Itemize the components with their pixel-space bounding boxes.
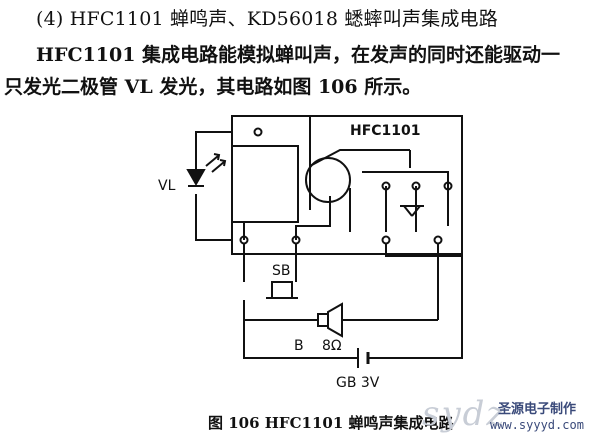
section-heading: (4) HFC1101 蝉鸣声、KD56018 蟋蟀叫声集成电路 [36, 8, 498, 30]
chip-die [305, 157, 351, 203]
paragraph-line-2: 只发光二极管 VL 发光，其电路如图 106 所示。 [4, 76, 422, 98]
switch-label: SB [272, 263, 291, 279]
watermark-name: 圣源电子制作 [498, 402, 577, 417]
speaker-impedance: 8Ω [322, 338, 342, 354]
pad [239, 235, 249, 245]
pad [411, 181, 421, 191]
watermark: sydz 圣源电子制作 www.syyyd.com [420, 392, 600, 446]
speaker-label: B [294, 338, 304, 354]
pad [443, 181, 453, 191]
paragraph-line-1: HFC1101 集成电路能模拟蝉叫声，在发声的同时还能驱动一 [36, 44, 561, 66]
pad [291, 235, 301, 245]
pad [381, 181, 391, 191]
figure-caption: 图 106 HFC1101 蝉鸣声集成电路 [208, 414, 454, 432]
led-label: VL [158, 178, 176, 194]
battery-label: GB 3V [336, 375, 380, 391]
pad [253, 127, 263, 137]
watermark-url: www.syyyd.com [490, 418, 584, 432]
watermark-logo: sydz [422, 394, 507, 434]
ic-outline [231, 115, 463, 255]
speaker-body [317, 313, 329, 327]
ic-label: HFC1101 [350, 123, 421, 139]
pad [381, 235, 391, 245]
pad [433, 235, 443, 245]
